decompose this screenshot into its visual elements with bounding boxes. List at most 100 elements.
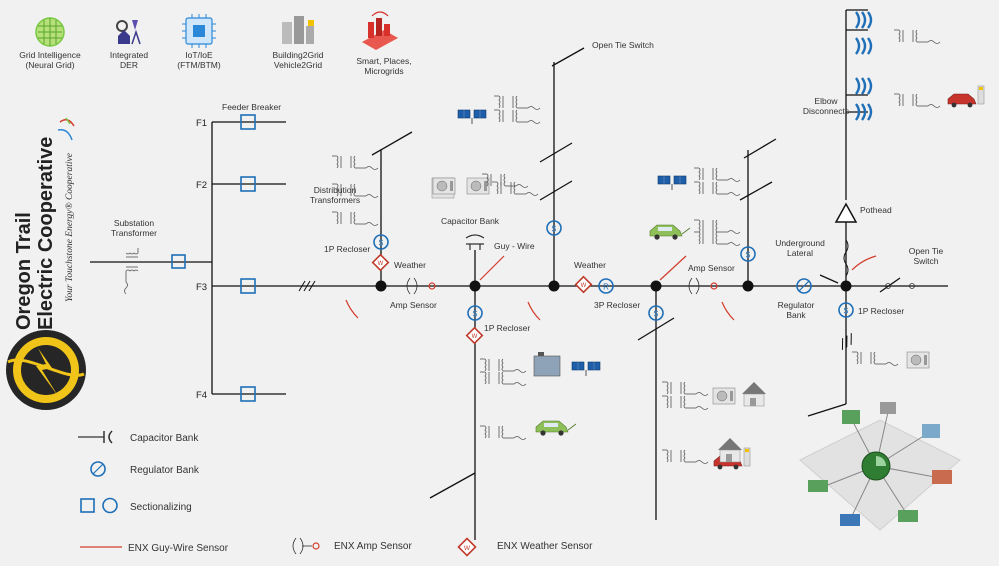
sensor-node-3[interactable] xyxy=(546,220,562,236)
elbow-disconnect-icon[interactable] xyxy=(854,36,873,56)
house-icon xyxy=(717,437,743,463)
recloser-3p-label: 3P Recloser xyxy=(594,300,640,310)
brand-block: Oregon Trail Electric Cooperative Your T… xyxy=(6,117,86,410)
weather-glyph: W xyxy=(378,261,384,267)
legend-label: Sectionalizing xyxy=(130,502,192,513)
amp-sensor-a[interactable] xyxy=(406,277,418,295)
guy-wire-sensor[interactable] xyxy=(479,255,505,281)
recloser-1p-c[interactable] xyxy=(838,302,854,318)
feeder-breaker-f1[interactable] xyxy=(240,114,256,130)
touchstone-logo-icon xyxy=(57,117,75,141)
feeder-label-f1: F1 xyxy=(196,118,207,129)
legend-item: ENX Guy-Wire Sensor xyxy=(80,543,229,554)
brand-name-line1: Oregon Trail xyxy=(13,212,35,330)
sensor-glyph: $ xyxy=(473,310,478,319)
recloser-1p-c-label: 1P Recloser xyxy=(858,306,904,316)
elbow-disconnect-icon[interactable] xyxy=(854,10,873,30)
feeder-breaker-label: Feeder Breaker xyxy=(222,102,281,112)
pothead-label: Pothead xyxy=(860,205,892,215)
iot-chip-icon xyxy=(182,14,216,48)
sensor-node-4[interactable] xyxy=(648,305,664,321)
microgrid-icon xyxy=(799,402,961,531)
open-tie-top-label: Open Tie Switch xyxy=(592,40,654,50)
recloser-glyph: R xyxy=(603,283,609,292)
legend-item: Regulator Bank xyxy=(90,461,200,477)
weather-glyph: W xyxy=(472,334,478,340)
feeder-label-f4: F4 xyxy=(196,390,207,401)
recloser-1p-a[interactable] xyxy=(373,234,389,250)
substation-transformer-icon xyxy=(124,247,139,295)
ev-car-icon xyxy=(649,224,691,241)
solar-panel-icon xyxy=(571,361,601,377)
sensor-node-5[interactable] xyxy=(740,246,756,262)
regulator-bank-icon xyxy=(90,461,106,477)
legend: Capacitor Bank Regulator Bank Sectionali… xyxy=(78,430,593,557)
weather-b-label: Weather xyxy=(574,260,606,270)
top-icon-smart-places: Smart, Places,Microgrids xyxy=(356,11,412,76)
substation-sectionalizer[interactable] xyxy=(171,254,186,269)
feeder-breaker-f3[interactable] xyxy=(240,278,256,294)
solar-panel-icon xyxy=(457,109,487,125)
der-icon xyxy=(116,20,141,45)
ac-unit-icon xyxy=(432,177,456,195)
weather-sensor-a[interactable] xyxy=(371,253,390,272)
top-icon-iot: IoT/IoE(FTM/BTM) xyxy=(177,14,221,70)
weather-sensor-icon: W xyxy=(457,537,477,557)
legend-label: ENX Weather Sensor xyxy=(497,541,593,552)
legend-item: W ENX Weather Sensor xyxy=(457,537,593,557)
sectionalizing-icon xyxy=(80,497,118,514)
sensor-glyph: $ xyxy=(379,239,384,248)
feeder-label-f2: F2 xyxy=(196,180,207,191)
junction-node xyxy=(375,280,387,292)
ev-car-icon xyxy=(535,420,577,437)
ac-unit-icon xyxy=(906,351,930,369)
brand-name-line2: Electric Cooperative xyxy=(35,137,57,330)
recloser-3p[interactable] xyxy=(598,278,614,294)
weather-sensor-d[interactable] xyxy=(465,326,484,345)
sensor-glyph: $ xyxy=(654,310,659,319)
sensor-glyph: $ xyxy=(552,225,557,234)
legend-item: ENX Amp Sensor xyxy=(292,537,412,555)
neural-grid-icon xyxy=(35,17,65,47)
top-icon-label: Grid Intelligence(Neural Grid) xyxy=(19,50,81,70)
brand-tagline: Your Touchstone Energy® Cooperative xyxy=(64,153,75,302)
amp-sensor-b[interactable] xyxy=(688,277,700,295)
feeder-breaker-f2[interactable] xyxy=(240,176,256,192)
recloser-1p-a-label: 1P Recloser xyxy=(324,244,370,254)
capacitor-bank-icon xyxy=(78,430,113,444)
top-icon-grid-intelligence: Grid Intelligence(Neural Grid) xyxy=(19,17,81,70)
solar-panel-icon xyxy=(657,175,687,191)
legend-label: Capacitor Bank xyxy=(130,433,199,444)
elbow-disconnect-icon[interactable] xyxy=(854,76,873,96)
amp-sensor-a-label: Amp Sensor xyxy=(390,300,437,310)
amp-sensor-b-label: Amp Sensor xyxy=(688,263,735,273)
regulator-bank[interactable] xyxy=(796,278,812,294)
pothead-icon xyxy=(834,202,858,223)
ac-unit-icon xyxy=(712,387,736,405)
legend-label: Regulator Bank xyxy=(130,465,200,476)
sensor-glyph: $ xyxy=(746,251,751,260)
feeder-breaker-f4[interactable] xyxy=(240,386,256,402)
top-icon-label: Smart, Places,Microgrids xyxy=(356,56,411,76)
smart-city-icon xyxy=(362,11,398,50)
recloser-1p-b[interactable] xyxy=(467,305,483,321)
legend-item: Capacitor Bank xyxy=(78,430,199,444)
weather-glyph: W xyxy=(464,545,471,552)
co-op-seal-icon xyxy=(6,330,86,410)
legend-label: ENX Amp Sensor xyxy=(334,541,412,552)
feeder-label-f3: F3 xyxy=(196,282,207,293)
house-icon xyxy=(741,381,767,407)
legend-label: ENX Guy-Wire Sensor xyxy=(128,543,229,554)
weather-sensor-b[interactable] xyxy=(574,275,593,294)
